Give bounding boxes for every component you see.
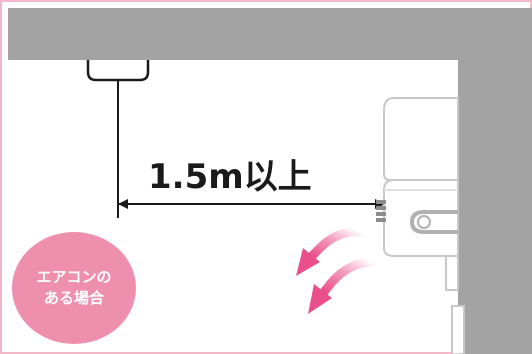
ceiling-fixture-icon: [86, 60, 150, 218]
air-conditioner-icon: [376, 97, 465, 354]
airflow-arrow-icon: [308, 257, 377, 314]
air-conditioner-badge: エアコンの ある場合: [12, 232, 136, 344]
airflow-arrow-icon: [296, 227, 365, 276]
ceiling: [8, 8, 532, 60]
right-wall: [458, 60, 532, 354]
badge-line-2: ある場合: [43, 289, 104, 307]
badge-line-1: エアコンの: [36, 268, 112, 286]
distance-label: 1.5m以上: [148, 157, 312, 197]
